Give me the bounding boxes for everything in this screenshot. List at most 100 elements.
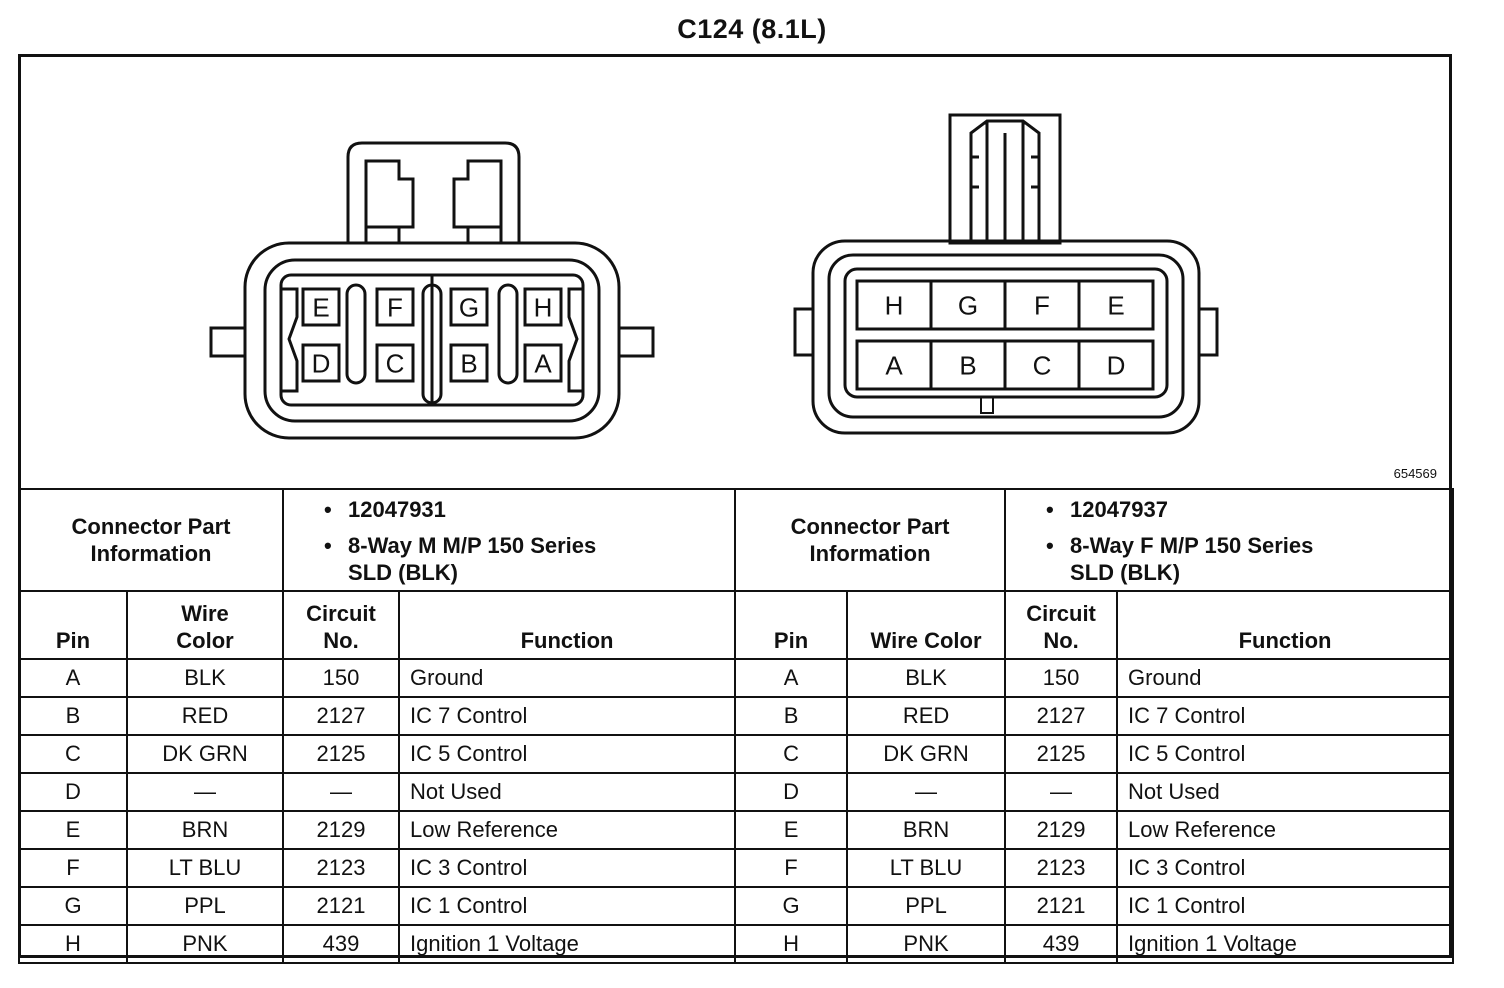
function-cell: IC 3 Control <box>1116 848 1455 888</box>
wire-color-cell: — <box>125 772 285 812</box>
function-cell: Ignition 1 Voltage <box>1116 924 1455 964</box>
wire-color-cell: — <box>846 772 1007 812</box>
connector-info-right: •12047937 •8-Way F M/P 150 Series SLD (B… <box>1004 488 1455 592</box>
diagram-title: C124 (8.1L) <box>677 14 827 44</box>
circuit-cell: 439 <box>1004 924 1119 964</box>
right-latch-steps <box>971 155 1039 189</box>
left-rib-3 <box>497 283 519 385</box>
pin-cell: B <box>18 696 128 736</box>
function-cell: Ground <box>398 658 737 698</box>
circuit-cell: 2127 <box>1004 696 1119 736</box>
wire-color-cell: PPL <box>846 886 1007 926</box>
connector-info-row: Connector Part Information •12047931 •8-… <box>17 488 1455 592</box>
left-pin-cavity <box>375 287 415 327</box>
wire-color-cell: LT BLU <box>125 848 285 888</box>
function-cell: Low Reference <box>1116 810 1455 850</box>
left-part-number: 12047931 <box>348 497 446 522</box>
pin-cell: G <box>734 886 849 926</box>
left-pin-cavity <box>449 343 489 383</box>
left-latch-slot-2 <box>452 159 503 243</box>
left-part-desc: 8-Way M M/P 150 Series <box>348 533 597 558</box>
left-pin-label: F <box>387 292 403 322</box>
header-function-left: Function <box>398 590 737 660</box>
right-pin-cavity <box>1077 279 1155 331</box>
right-pin-label: E <box>1107 290 1124 320</box>
connector-info-left: •12047931 •8-Way M M/P 150 Series SLD (B… <box>282 488 737 592</box>
left-tab-left <box>209 326 247 358</box>
circuit-cell: — <box>1004 772 1119 812</box>
pin-cell: C <box>734 734 849 774</box>
pin-cell: F <box>18 848 128 888</box>
header-wire-color-right: Wire Color <box>846 590 1007 660</box>
right-latch-detail <box>969 119 1041 243</box>
right-pin-label: F <box>1034 290 1050 320</box>
wire-color-cell: PNK <box>125 924 285 964</box>
pinout-table: Connector Part Information •12047931 •8-… <box>17 488 1455 964</box>
left-rib-1 <box>345 283 367 385</box>
left-latch-center <box>397 227 470 243</box>
right-pin-label: C <box>1033 350 1052 380</box>
circuit-cell: 2129 <box>1004 810 1119 850</box>
right-connector-inner-shell <box>827 253 1185 419</box>
function-cell: IC 3 Control <box>398 848 737 888</box>
right-cavity-block <box>843 267 1169 399</box>
pin-cell: G <box>18 886 128 926</box>
right-key-notch <box>980 397 994 414</box>
wire-color-cell: BLK <box>846 658 1007 698</box>
function-cell: IC 7 Control <box>398 696 737 736</box>
function-cell: IC 7 Control <box>1116 696 1455 736</box>
left-pin-label: D <box>312 348 331 378</box>
circuit-cell: 150 <box>282 658 401 698</box>
function-cell: IC 5 Control <box>1116 734 1455 774</box>
right-part-number: 12047937 <box>1070 497 1168 522</box>
function-cell: Not Used <box>398 772 737 812</box>
pin-cell: D <box>18 772 128 812</box>
wire-color-cell: DK GRN <box>846 734 1007 774</box>
pin-cell: H <box>734 924 849 964</box>
circuit-cell: 150 <box>1004 658 1119 698</box>
right-tab-left <box>793 307 815 357</box>
function-cell: Ground <box>1116 658 1455 698</box>
right-pin-label: B <box>959 350 976 380</box>
wire-color-cell: DK GRN <box>125 734 285 774</box>
circuit-cell: 2121 <box>282 886 401 926</box>
pin-cell: A <box>734 658 849 698</box>
circuit-cell: 2125 <box>282 734 401 774</box>
pin-cell: E <box>734 810 849 850</box>
wire-color-cell: BRN <box>846 810 1007 850</box>
wire-color-cell: BRN <box>125 810 285 850</box>
circuit-cell: 2125 <box>1004 734 1119 774</box>
function-cell: Low Reference <box>398 810 737 850</box>
left-pin-cavity <box>523 343 563 383</box>
pin-cell: D <box>734 772 849 812</box>
wire-color-cell: BLK <box>125 658 285 698</box>
wire-color-cell: PNK <box>846 924 1007 964</box>
function-cell: IC 1 Control <box>1116 886 1455 926</box>
wire-color-cell: RED <box>846 696 1007 736</box>
pin-cell: B <box>734 696 849 736</box>
connector-info-label-left: Connector Part Information <box>17 488 285 592</box>
left-connector <box>209 141 655 440</box>
right-pin-label: G <box>958 290 978 320</box>
pin-cell: E <box>18 810 128 850</box>
right-pin-cavity <box>1077 339 1155 391</box>
circuit-cell: 439 <box>282 924 401 964</box>
circuit-cell: 2121 <box>1004 886 1119 926</box>
circuit-cell: 2123 <box>1004 848 1119 888</box>
left-connector-inner-shell <box>263 258 601 423</box>
